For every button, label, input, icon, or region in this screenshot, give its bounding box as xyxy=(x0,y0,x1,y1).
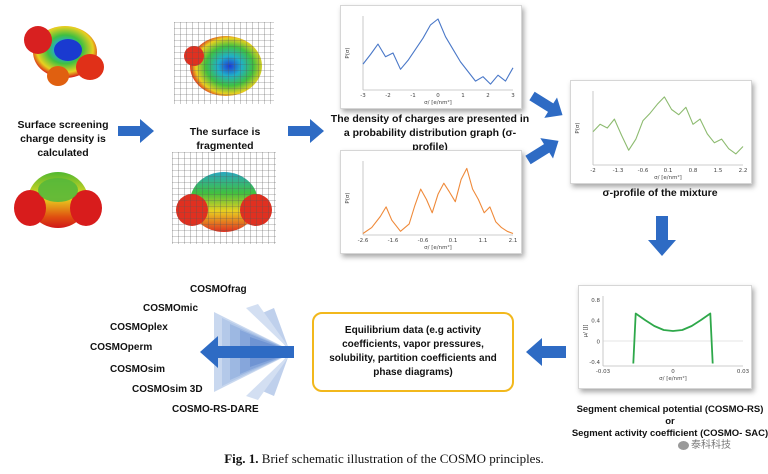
x-tick-label: -2 xyxy=(385,93,390,99)
y-tick-label: 0.8 xyxy=(591,298,600,304)
x-tick-label: -0.6 xyxy=(418,238,429,244)
program-cosmoperm: COSMOperm xyxy=(90,342,153,353)
arrow-left-1 xyxy=(526,338,566,366)
equilibrium-data-box: Equilibrium data (e.g activity coefficie… xyxy=(312,312,514,392)
sigma-profile-chart-bottom: -2.6 -1.6 -0.6 0.1 1.1 2.1 σ/ [e/nm²] P(σ) xyxy=(340,150,522,254)
x-axis-label: σ/ [e/nm²] xyxy=(654,174,682,181)
x-tick-label: 1 xyxy=(461,93,465,99)
x-tick-label: 3 xyxy=(511,93,515,99)
x-tick-label: 2.2 xyxy=(739,168,748,174)
x-tick-label: 0.1 xyxy=(664,168,673,174)
x-tick-label: 0.8 xyxy=(689,168,698,174)
program-cosmofrag: COSMOfrag xyxy=(190,284,247,295)
x-tick-label: 0.03 xyxy=(737,369,750,375)
y-tick-label: 0 xyxy=(597,339,601,345)
x-tick-label: 2 xyxy=(486,93,490,99)
sigma-profile-chart-top: -3 -2 -1 0 1 2 3 σ/ [e/nm²] P(σ) xyxy=(340,5,522,109)
segment-or: or xyxy=(665,416,675,427)
arrow-diag-up xyxy=(525,138,559,165)
arrow-right-2 xyxy=(288,119,324,143)
x-tick-label: -3 xyxy=(360,93,366,99)
molecule-surface-bottom xyxy=(14,172,102,228)
y-axis-label: P(σ) xyxy=(345,47,351,58)
x-axis-label: σ/ [e/nm²] xyxy=(424,244,452,251)
figure-caption: Fig. 1. Brief schematic illustration of … xyxy=(0,451,768,467)
y-axis-label: P(σ) xyxy=(345,192,351,203)
y-axis-label: P(σ) xyxy=(575,122,581,133)
equilibrium-text: Equilibrium data (e.g activity coefficie… xyxy=(329,325,497,378)
caption-text: Brief schematic illustration of the COSM… xyxy=(261,451,544,466)
label-surface-charge: Surface screening charge density is calc… xyxy=(17,119,109,159)
label-density: The density of charges are presented in … xyxy=(330,113,530,153)
label-mixture: σ-profile of the mixture xyxy=(602,187,718,199)
program-cosmoplex: COSMOplex xyxy=(110,322,168,333)
x-tick-label: 0 xyxy=(436,93,440,99)
program-cosmosim: COSMOsim xyxy=(110,364,166,375)
arrow-diag-down xyxy=(529,91,563,118)
x-tick-label: -1.3 xyxy=(613,168,624,174)
fragment-grid-bottom xyxy=(172,152,276,244)
arrow-left-programs xyxy=(200,336,294,368)
fragment-grid-top xyxy=(174,22,274,104)
watermark-text: 泰科科技 xyxy=(691,440,731,451)
x-tick-label: 1.1 xyxy=(479,238,488,244)
x-tick-label: -2.6 xyxy=(358,238,369,244)
wechat-icon xyxy=(678,440,689,450)
caption-prefix: Fig. 1. xyxy=(224,451,259,466)
x-tick-label: -0.6 xyxy=(638,168,649,174)
watermark: 泰科科技 xyxy=(678,436,731,451)
arrow-down xyxy=(648,216,676,256)
y-axis-label: μ/ [J] xyxy=(583,324,589,337)
x-tick-label: -1 xyxy=(410,93,415,99)
y-tick-label: 0.4 xyxy=(591,319,600,325)
chemical-potential-chart: -0.03 0 0.03 0.8 0.4 0 -0.4 σ/ [e/nm²] μ/ [J] xyxy=(578,285,752,389)
series-line xyxy=(592,96,744,155)
x-tick-label: 0 xyxy=(671,369,675,375)
segment-cosmo-sac: Segment activity coefficient (COSMO- SAC… xyxy=(571,428,768,439)
x-axis-label: σ/ [e/nm²] xyxy=(659,375,687,382)
program-cosmomic: COSMOmic xyxy=(143,303,199,314)
series-line xyxy=(362,18,514,85)
x-tick-label: 0.1 xyxy=(449,238,458,244)
label-fragmented: The surface is fragmented xyxy=(189,126,261,152)
program-cosmosim-3d: COSMOsim 3D xyxy=(132,384,203,395)
program-cosmo-rs-dare: COSMO-RS-DARE xyxy=(172,404,259,415)
x-tick-label: -0.03 xyxy=(596,369,611,375)
label-segment-potential: Segment chemical potential (COSMO-RS) or… xyxy=(570,404,768,440)
series-line xyxy=(632,312,714,364)
arrow-right-1 xyxy=(118,119,154,143)
segment-cosmo-rs: Segment chemical potential (COSMO-RS) xyxy=(576,404,764,415)
x-tick-label: -2 xyxy=(590,168,595,174)
molecule-surface-top xyxy=(24,26,104,86)
series-line xyxy=(362,167,514,235)
x-tick-label: 1.5 xyxy=(714,168,723,174)
sigma-profile-mixture-chart: -2 -1.3 -0.6 0.1 0.8 1.5 2.2 σ/ [e/nm²] P(σ) xyxy=(570,80,752,184)
x-axis-label: σ/ [e/nm²] xyxy=(424,99,452,106)
y-tick-label: -0.4 xyxy=(589,360,600,366)
x-tick-label: 2.1 xyxy=(509,238,518,244)
x-tick-label: -1.6 xyxy=(388,238,399,244)
